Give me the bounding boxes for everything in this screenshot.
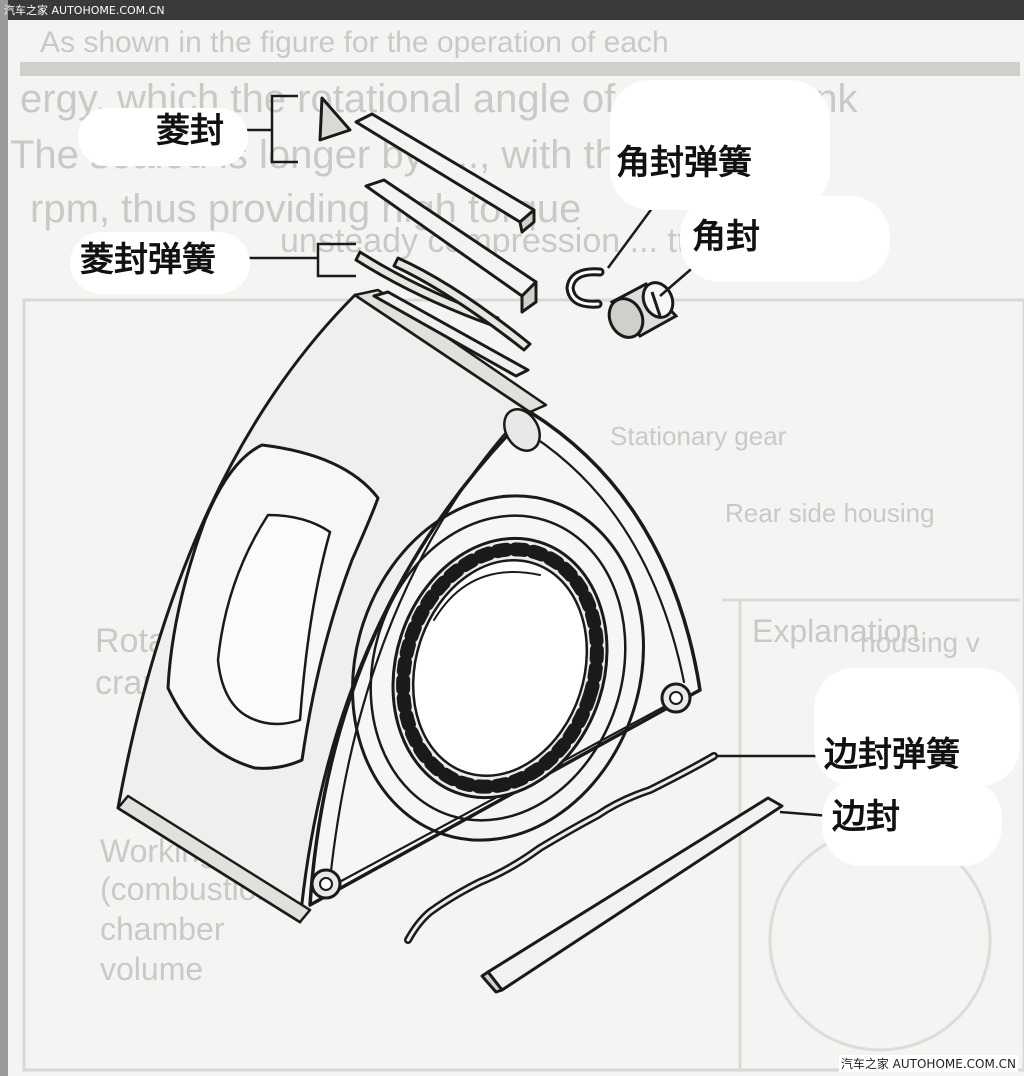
leader-side-seal — [779, 810, 831, 818]
label-backdrop-side-spring — [814, 668, 1020, 786]
header-band — [0, 0, 1024, 20]
apex-seal-springs — [354, 250, 532, 378]
rotor-gear-bore — [411, 558, 589, 778]
bg-text-line1: As shown in the figure for the operation… — [40, 26, 669, 59]
label-backdrop-side-seal — [822, 778, 1002, 866]
label-side-seal: 边封 — [832, 797, 900, 837]
rotor-side-seal-groove-left — [328, 428, 510, 882]
rotor-corner-socket-right-hole — [669, 691, 683, 705]
rotor-apex-socket-top — [503, 408, 541, 452]
side-seal-part — [480, 796, 784, 994]
label-backdrop-apex-seal — [78, 108, 248, 166]
side-seal-spring-highlight — [406, 754, 716, 942]
label-backdrop-corner-seal — [680, 196, 890, 282]
label-backdrop-apex-spring — [70, 232, 250, 294]
header-rule — [20, 62, 1020, 76]
rotor-ring-outer — [351, 494, 645, 842]
apex-seal-bar-bottom-end — [520, 280, 538, 314]
rotor-gear-teeth — [396, 542, 604, 794]
apex-seal-end-piece — [318, 96, 352, 142]
label-side-seal-spring: 边封弹簧 — [824, 735, 960, 775]
label-backdrop-corner-spring — [610, 80, 830, 210]
rotor-corner-socket-left-hole — [319, 877, 333, 891]
watermark-top: 汽车之家 AUTOHOME.COM.CN — [4, 4, 165, 17]
bg-label-housing: housing v — [860, 627, 980, 658]
bg-label-volume: volume — [100, 951, 203, 987]
apex-seal-strip — [372, 290, 530, 378]
leader-apex-seal-bracket — [270, 94, 298, 164]
corner-seal-slot — [650, 291, 662, 317]
label-apex-seal: 菱封 — [156, 111, 224, 151]
rotor — [116, 288, 702, 924]
rotor-bottom-edge — [116, 794, 312, 924]
corner-seal-front — [607, 297, 645, 339]
apex-seal-spring-2 — [392, 256, 532, 352]
bg-label-rear-housing: Rear side housing — [725, 498, 935, 528]
label-corner-seal: 角封 — [692, 217, 760, 257]
side-seal-bar-end — [480, 970, 504, 994]
rotor-side-seal-groove — [518, 426, 686, 684]
label-corner-seal-spring: 角封弹簧 — [616, 143, 752, 183]
corner-seal-spring-highlight — [568, 270, 602, 306]
label-apex-seal-spring: 菱封弹簧 — [80, 240, 216, 280]
rotor-bore-highlight — [433, 571, 541, 621]
leader-apex-spring-bracket — [316, 242, 356, 278]
rotor-recess-inner — [216, 513, 332, 726]
rotor-ring-middle — [369, 514, 627, 822]
apex-seal-bar-top-end — [518, 208, 536, 234]
bg-label-chamber: chamber — [100, 911, 225, 947]
side-seal-bar — [486, 796, 784, 992]
bg-label-stationary: Stationary gear — [610, 421, 787, 451]
apex-seal-parts — [318, 96, 538, 314]
corner-seal-part — [607, 281, 679, 339]
left-border — [0, 0, 8, 1076]
bg-label-explanation: Explanation — [752, 613, 919, 649]
rotor-top-edge — [353, 288, 548, 414]
watermark-bottom: 汽车之家 AUTOHOME.COM.CN — [838, 1055, 1018, 1072]
